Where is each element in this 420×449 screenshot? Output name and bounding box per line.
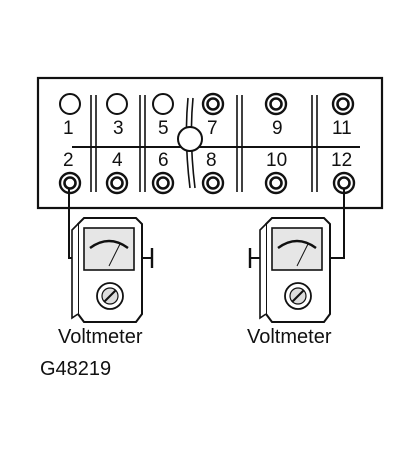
probe-lead-right xyxy=(328,188,345,259)
terminal-9 xyxy=(264,92,288,116)
meter-face-right xyxy=(271,227,323,271)
meter-face-left xyxy=(83,227,135,271)
figure-code: G48219 xyxy=(40,358,111,380)
terminal-7 xyxy=(201,92,225,116)
terminal-3 xyxy=(106,93,128,115)
terminal-11 xyxy=(331,92,355,116)
terminal-label-10: 10 xyxy=(266,150,287,171)
terminal-8 xyxy=(201,171,225,195)
terminal-label-6: 6 xyxy=(158,150,169,171)
terminal-5 xyxy=(152,93,174,115)
voltmeter-right-label: Voltmeter xyxy=(247,326,332,348)
terminal-label-8: 8 xyxy=(206,150,217,171)
terminals xyxy=(58,92,356,195)
terminal-label-1: 1 xyxy=(63,118,74,139)
terminal-label-2: 2 xyxy=(63,150,74,171)
terminal-6 xyxy=(151,171,175,195)
terminal-label-9: 9 xyxy=(272,118,283,139)
voltmeter-left xyxy=(71,217,154,323)
terminal-label-5: 5 xyxy=(158,118,169,139)
terminal-label-11: 11 xyxy=(332,118,352,139)
terminal-label-12: 12 xyxy=(331,150,352,171)
terminal-label-3: 3 xyxy=(113,118,124,139)
voltmeter-left-label: Voltmeter xyxy=(58,326,143,348)
voltmeter-right xyxy=(248,217,331,323)
terminal-labels: 1 3 5 7 9 11 2 4 6 8 10 12 xyxy=(63,118,352,171)
center-junction xyxy=(177,126,203,152)
terminal-label-7: 7 xyxy=(207,118,218,139)
terminal-label-4: 4 xyxy=(112,150,123,171)
terminal-12 xyxy=(332,171,356,195)
terminal-1 xyxy=(59,93,81,115)
terminal-4 xyxy=(105,171,129,195)
terminal-10 xyxy=(264,171,288,195)
